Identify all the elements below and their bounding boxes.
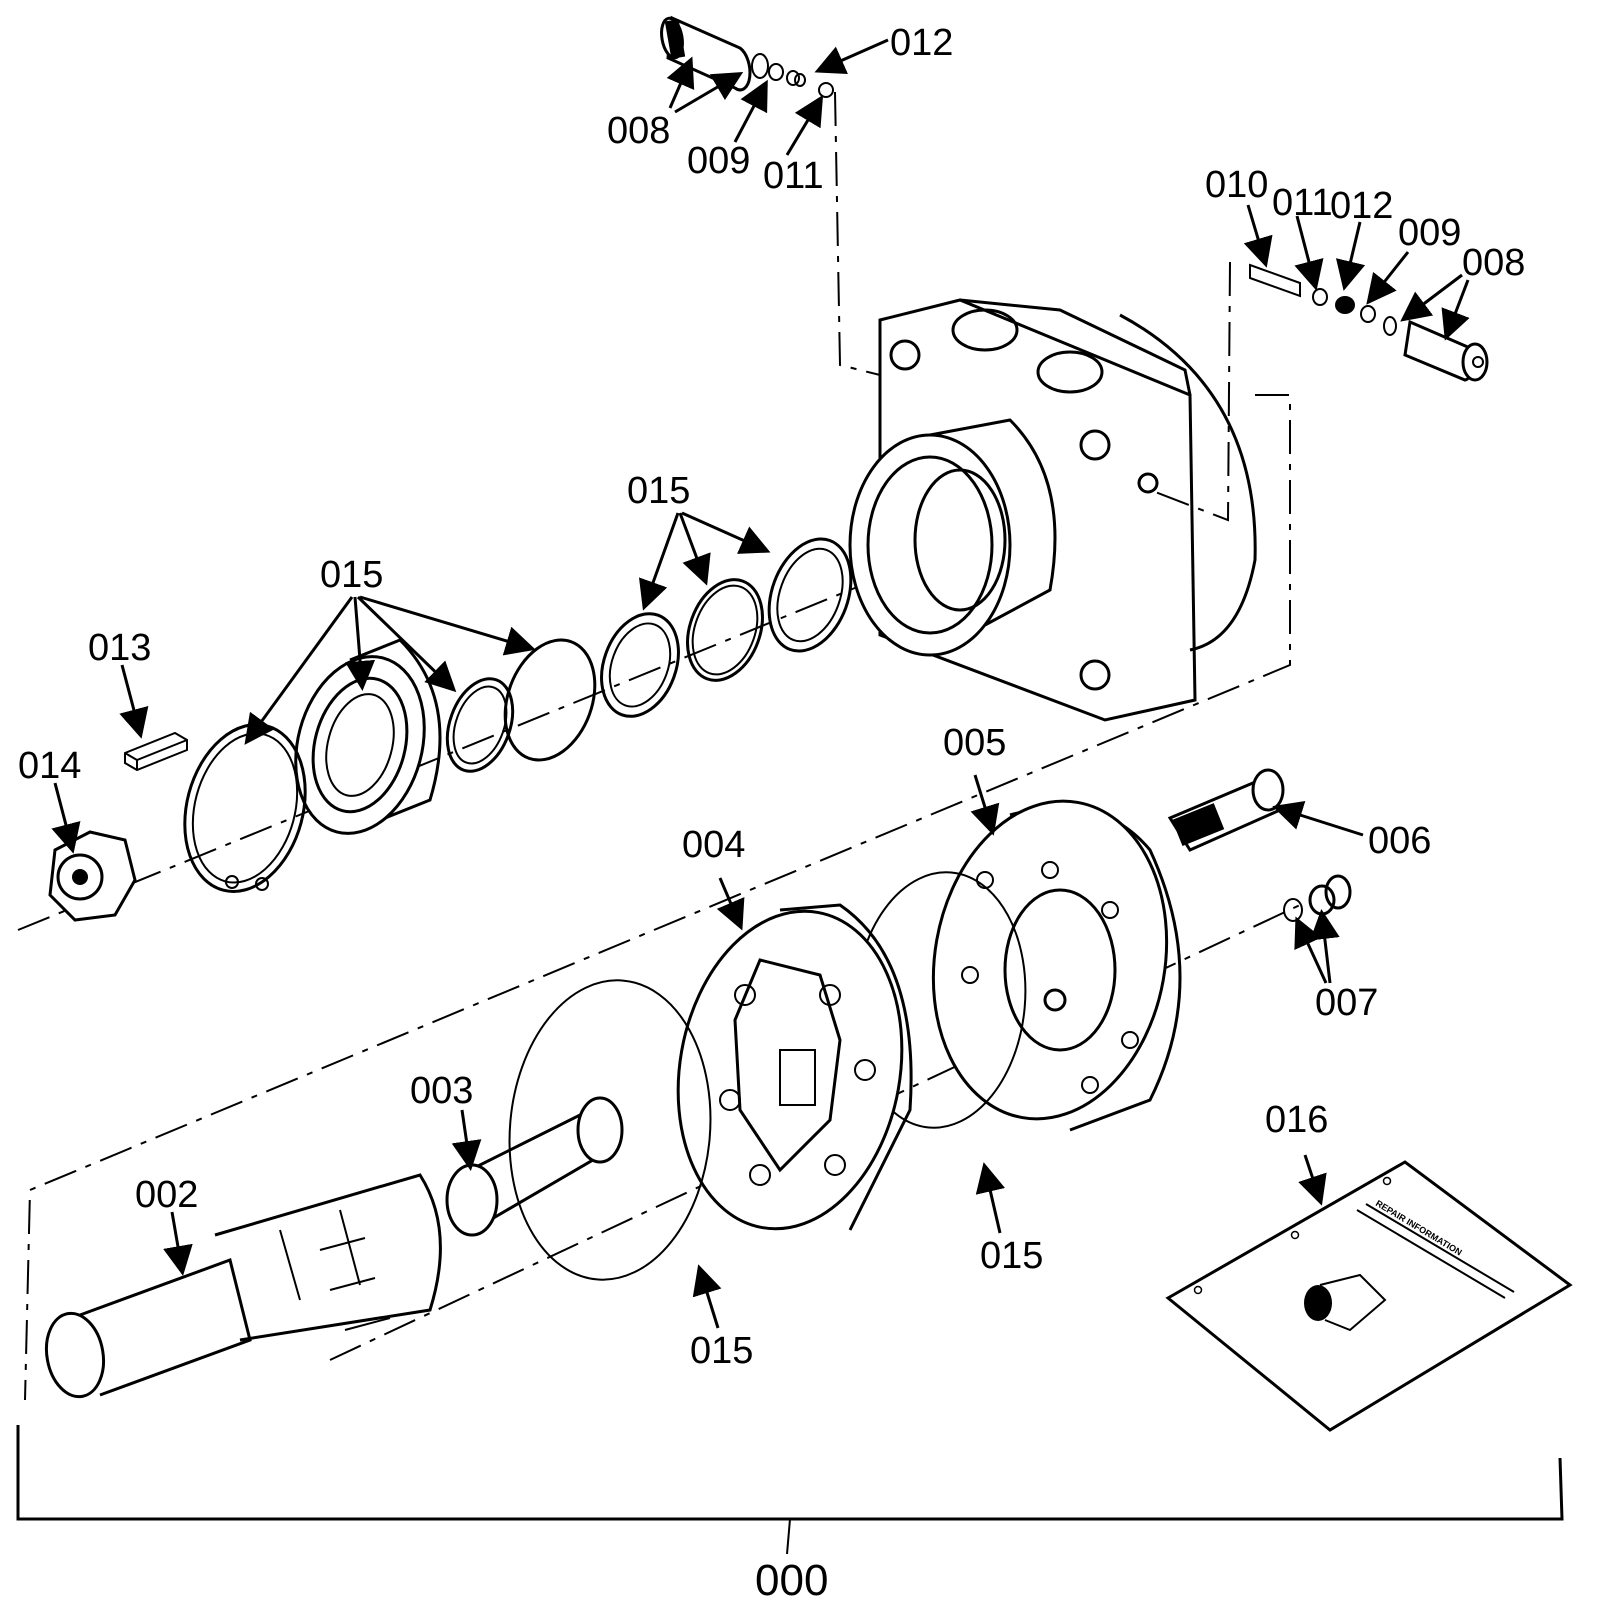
plug-washer (1283, 874, 1352, 922)
right-valve-parts (1249, 263, 1489, 382)
callout-015-endcover: 015 (980, 1235, 1043, 1277)
gerotor (676, 903, 913, 1231)
assembly-bracket (16, 1425, 1564, 1555)
upper-seal-rings (600, 537, 853, 718)
callout-011-right: 011 (1272, 182, 1333, 224)
callout-006: 006 (1368, 820, 1431, 862)
callout-008-top: 008 (607, 110, 670, 152)
callout-010-right: 010 (1205, 164, 1268, 206)
callout-015-upper: 015 (627, 470, 690, 512)
castle-nut (48, 830, 137, 922)
drive-link (445, 1096, 624, 1237)
callout-007: 007 (1315, 982, 1378, 1024)
callout-015-left: 015 (320, 554, 383, 596)
callout-004: 004 (682, 824, 745, 866)
booklet-motor-illustration (1304, 1273, 1387, 1332)
bolt (1167, 768, 1285, 852)
end-cover (931, 799, 1182, 1132)
repair-booklet: REPAIR INFORMATION (1165, 1160, 1573, 1432)
left-ring-group (183, 638, 597, 893)
callout-003: 003 (410, 1070, 473, 1112)
callout-000-assembly: 000 (755, 1556, 828, 1605)
motor-housing (848, 298, 1257, 722)
top-valve-parts (660, 15, 834, 98)
leader-arrows (51, 38, 1470, 1329)
callout-013: 013 (88, 627, 151, 669)
callout-005: 005 (943, 722, 1006, 764)
callout-016: 016 (1265, 1099, 1328, 1141)
callout-009-right: 009 (1398, 212, 1461, 254)
callout-012-top: 012 (890, 22, 953, 64)
callout-015-gerotor: 015 (690, 1330, 753, 1372)
key-part (124, 731, 188, 772)
callout-008-right: 008 (1462, 242, 1525, 284)
callout-014: 014 (18, 745, 81, 787)
callout-012-right: 012 (1330, 185, 1393, 227)
output-shaft (44, 1173, 442, 1399)
callout-labels: 008 009 011 012 010 011 012 009 008 015 … (18, 22, 1525, 1605)
callout-011-top: 011 (763, 155, 824, 197)
callout-002: 002 (135, 1174, 198, 1216)
centerlines (17, 91, 1301, 1401)
callout-009-top: 009 (687, 140, 750, 182)
large-oring (508, 979, 712, 1281)
